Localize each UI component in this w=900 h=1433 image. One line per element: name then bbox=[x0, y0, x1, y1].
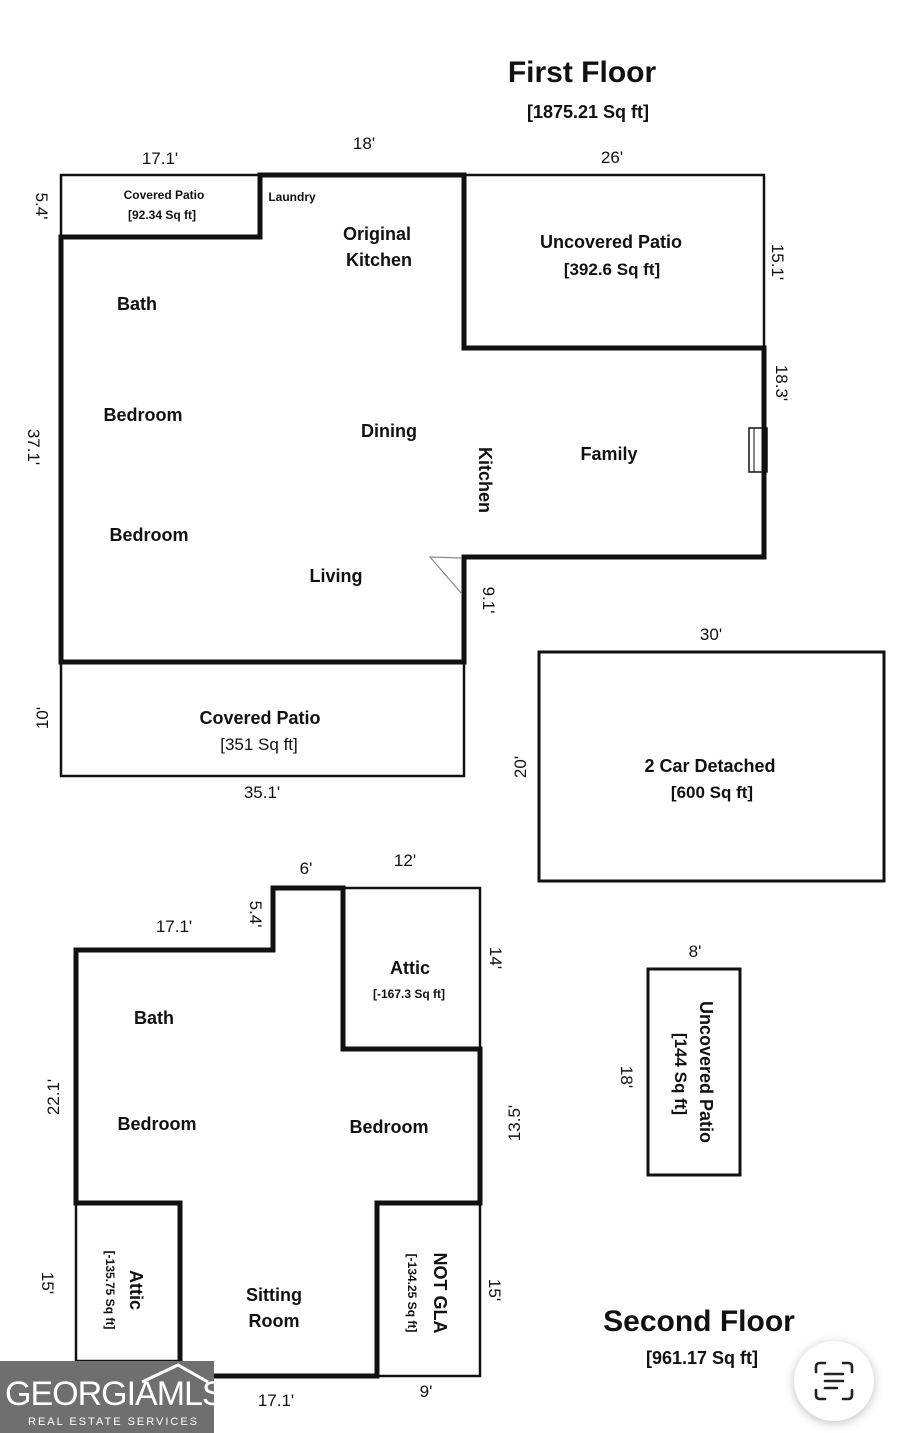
not-gla-outline bbox=[375, 1201, 482, 1378]
room2-attic-top: Attic bbox=[390, 958, 430, 978]
dim2-top-notch-w: 6' bbox=[300, 859, 313, 878]
first-floor-area: [1875.21 Sq ft] bbox=[527, 102, 649, 122]
fireplace-marker bbox=[748, 427, 768, 473]
room-kitchen: Kitchen bbox=[475, 447, 495, 513]
room2-attic-bottom: Attic bbox=[126, 1270, 146, 1310]
first-floor-title: First Floor bbox=[508, 56, 657, 89]
text-scan-button[interactable] bbox=[794, 1341, 874, 1421]
dim-top-right: 26' bbox=[601, 148, 623, 167]
room-laundry: Laundry bbox=[268, 190, 316, 204]
room-bedroom-2: Bedroom bbox=[109, 525, 188, 545]
dim-top-left: 17.1' bbox=[142, 149, 178, 168]
room2-bedroom-left: Bedroom bbox=[117, 1114, 196, 1134]
room-original-kitchen-line2: Kitchen bbox=[346, 250, 412, 270]
georgia-mls-logo: GEORGIAMLS REAL ESTATE SERVICES bbox=[0, 1361, 214, 1433]
dim2-top-left: 17.1' bbox=[156, 917, 192, 936]
uncovered-patio-2-outline bbox=[646, 967, 742, 1177]
dim2-attic-w: 12' bbox=[394, 851, 416, 870]
room2-not-gla: NOT GLA bbox=[430, 1253, 450, 1334]
room2-attic-top-area: [-167.3 Sq ft] bbox=[373, 987, 445, 1001]
dim-patio-side: 10' bbox=[33, 707, 52, 729]
garage-width: 30' bbox=[700, 625, 722, 644]
room2-not-gla-area: [-134.25 Sq ft] bbox=[405, 1254, 419, 1333]
room-covered-patio-bottom-area: [351 Sq ft] bbox=[220, 735, 298, 754]
garage-area: [600 Sq ft] bbox=[671, 783, 753, 802]
garage-outline bbox=[537, 650, 886, 883]
uncovered-patio-2-depth: 18' bbox=[617, 1066, 636, 1088]
logo-tagline: REAL ESTATE SERVICES bbox=[28, 1416, 200, 1428]
first-floor-house-outline bbox=[58, 172, 767, 665]
room-uncovered-patio: Uncovered Patio bbox=[540, 232, 682, 252]
dim-right-upper: 15.1' bbox=[768, 244, 787, 280]
door-swing bbox=[428, 556, 463, 595]
dim-left-main: 37.1' bbox=[24, 429, 43, 465]
room-bedroom-1: Bedroom bbox=[103, 405, 182, 425]
room-dining: Dining bbox=[361, 421, 417, 441]
room-covered-patio-top-area: [92.34 Sq ft] bbox=[128, 208, 196, 222]
dim2-bottom-w: 17.1' bbox=[258, 1391, 294, 1410]
dim2-right-mid: 13.5' bbox=[505, 1105, 524, 1141]
dim2-top-notch-h: 5.4' bbox=[246, 901, 265, 928]
roof-icon bbox=[141, 1363, 209, 1383]
room-living: Living bbox=[310, 566, 363, 586]
room-original-kitchen-line1: Original bbox=[343, 224, 411, 244]
second-floor-area: [961.17 Sq ft] bbox=[646, 1348, 758, 1368]
room-uncovered-patio-area: [392.6 Sq ft] bbox=[564, 260, 660, 279]
room-family: Family bbox=[580, 444, 637, 464]
room-bath: Bath bbox=[117, 294, 157, 314]
dim2-not-gla-w: 9' bbox=[420, 1382, 433, 1401]
room-covered-patio-top: Covered Patio bbox=[124, 188, 205, 202]
uncovered-patio-2-area: [144 Sq ft] bbox=[671, 1033, 690, 1115]
dim2-bottom-left-h: 15' bbox=[38, 1272, 57, 1294]
text-scan-icon bbox=[814, 1361, 854, 1401]
second-floor-title: Second Floor bbox=[603, 1305, 795, 1338]
dim2-left-main: 22.1' bbox=[44, 1079, 63, 1115]
room2-bedroom-right: Bedroom bbox=[349, 1117, 428, 1137]
room2-sitting-line1: Sitting bbox=[246, 1285, 302, 1305]
dim-left-small: 5.4' bbox=[32, 193, 51, 220]
room2-bath: Bath bbox=[134, 1008, 174, 1028]
room-covered-patio-bottom: Covered Patio bbox=[199, 708, 320, 728]
garage-label: 2 Car Detached bbox=[644, 756, 775, 776]
dim-top-mid: 18' bbox=[353, 134, 375, 153]
logo-name: GEORGIAMLS bbox=[5, 1375, 214, 1413]
room2-sitting-line2: Room bbox=[249, 1311, 300, 1331]
dim-right-mid: 18.3' bbox=[772, 365, 791, 401]
garage-depth: 20' bbox=[511, 756, 530, 778]
uncovered-patio-2-width: 8' bbox=[689, 942, 702, 961]
dim-patio-bottom: 35.1' bbox=[244, 783, 280, 802]
dim2-bottom-right-h: 15' bbox=[485, 1279, 504, 1301]
dim2-attic-h: 14' bbox=[486, 947, 505, 969]
covered-patio-top-outline bbox=[59, 173, 262, 239]
room2-attic-bottom-area: [-135.75 Sq ft] bbox=[103, 1251, 117, 1330]
dim-notch: 9.1' bbox=[479, 587, 498, 614]
uncovered-patio-2-label: Uncovered Patio bbox=[696, 1001, 716, 1143]
